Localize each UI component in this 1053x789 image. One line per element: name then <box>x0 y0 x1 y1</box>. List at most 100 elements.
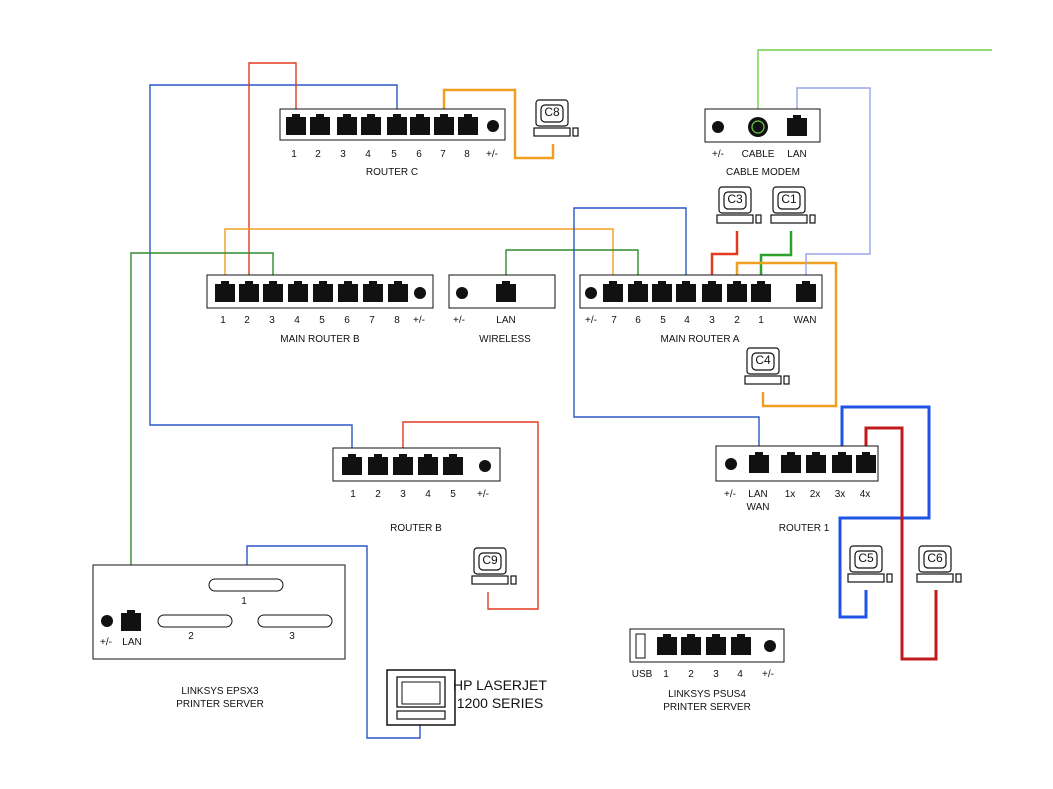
main-router-a-title: MAIN ROUTER A <box>661 334 740 345</box>
router-1-power-icon <box>725 458 737 470</box>
epsx3-power-icon <box>101 615 113 627</box>
cable-modem-port-label: LAN <box>787 149 806 160</box>
psus4-port-label: USB <box>632 669 653 680</box>
epsx3-parallel-port-3-icon[interactable] <box>257 614 333 628</box>
computer-c6[interactable]: C6 <box>916 545 962 583</box>
cable-modem-coax-icon[interactable] <box>748 117 768 137</box>
wireless-lan-port-icon[interactable] <box>496 281 516 302</box>
router-b-port-3-icon[interactable] <box>393 454 413 475</box>
router-b-port-4-icon[interactable] <box>418 454 438 475</box>
computer-c4[interactable]: C4 <box>744 347 790 385</box>
router-c-port-4-icon[interactable] <box>361 114 381 135</box>
wire-green-wireless-maina <box>505 249 639 292</box>
main-router-b-port-label: 5 <box>319 315 325 326</box>
router-c-port-label: +/- <box>486 149 498 160</box>
router-b-port-label: 4 <box>425 489 431 500</box>
router-1-lan-wan-port-icon[interactable] <box>749 452 769 473</box>
router-c-port-5-icon[interactable] <box>387 114 407 135</box>
main-router-a-port-5-icon[interactable] <box>652 281 672 302</box>
router-b-port-2-icon[interactable] <box>368 454 388 475</box>
router-1-port-label: 4x <box>860 489 871 500</box>
epsx3-title: LINKSYS EPSX3 <box>181 686 259 697</box>
router-c-port-8-icon[interactable] <box>458 114 478 135</box>
epsx3-lan-port-icon[interactable] <box>121 610 141 631</box>
computer-c8[interactable]: C8 <box>533 99 579 137</box>
psus4-port-2-icon[interactable] <box>681 634 701 655</box>
main-router-a-port-3-icon[interactable] <box>702 281 722 302</box>
computer-label: C8 <box>544 105 560 119</box>
router-1-port-label: 1x <box>785 489 796 500</box>
main-router-b-port-5-icon[interactable] <box>313 281 333 302</box>
main-router-a-port-label: 6 <box>635 315 641 326</box>
cable-modem-port-label: CABLE <box>742 149 775 160</box>
router-c-port-3-icon[interactable] <box>337 114 357 135</box>
main-router-a-power-icon <box>585 287 597 299</box>
main-router-a-port-2-icon[interactable] <box>727 281 747 302</box>
epsx3-port-label: 2 <box>188 631 194 642</box>
psus4-port-4-icon[interactable] <box>731 634 751 655</box>
main-router-b-port-label: 8 <box>394 315 400 326</box>
computer-c5[interactable]: C5 <box>847 545 893 583</box>
router-1-port-2x-icon[interactable] <box>806 452 826 473</box>
main-router-b-port-label: 4 <box>294 315 300 326</box>
main-router-a: +/- 7 6 5 4 3 2 1 WAN MAIN ROUTER A <box>579 274 823 345</box>
wire-red-maina-c3 <box>710 231 739 292</box>
wireless-power-icon <box>456 287 468 299</box>
router-c-port-6-icon[interactable] <box>410 114 430 135</box>
main-router-a-port-label: 1 <box>758 315 764 326</box>
main-router-b-title: MAIN ROUTER B <box>280 334 360 345</box>
psus4-port-label: 1 <box>663 669 669 680</box>
psus4-power-icon <box>764 640 776 652</box>
router-1-title: ROUTER 1 <box>779 523 830 534</box>
router-1-port-label: 2x <box>810 489 821 500</box>
main-router-b-port-1-icon[interactable] <box>215 281 235 302</box>
router-b-port-1-icon[interactable] <box>342 454 362 475</box>
router-b-port-5-icon[interactable] <box>443 454 463 475</box>
main-router-a-port-6-icon[interactable] <box>628 281 648 302</box>
hp-laserjet-printer: HP LASERJET 1200 SERIES <box>386 669 547 726</box>
main-router-b-port-6-icon[interactable] <box>338 281 358 302</box>
main-router-a-port-4-icon[interactable] <box>676 281 696 302</box>
router-1-port-3x-icon[interactable] <box>832 452 852 473</box>
psus4-port-label: 2 <box>688 669 694 680</box>
psus4-port-1-icon[interactable] <box>657 634 677 655</box>
main-router-b-port-3-icon[interactable] <box>263 281 283 302</box>
main-router-b-port-label: 7 <box>369 315 375 326</box>
main-router-a-port-1-icon[interactable] <box>751 281 771 302</box>
main-router-b-port-4-icon[interactable] <box>288 281 308 302</box>
router-c-port-2-icon[interactable] <box>310 114 330 135</box>
router-b-port-label: 5 <box>450 489 456 500</box>
router-c-port-1-icon[interactable] <box>286 114 306 135</box>
computer-label: C1 <box>781 192 797 206</box>
main-router-b-port-7-icon[interactable] <box>363 281 383 302</box>
router-1-port-1x-icon[interactable] <box>781 452 801 473</box>
linksys-epsx3-print-server: +/- LAN 1 2 3 LINKSYS EPSX3 PRINTER SERV… <box>92 564 346 710</box>
epsx3-parallel-port-1-icon[interactable] <box>208 578 284 592</box>
cable-modem-lan-port-icon[interactable] <box>787 115 807 136</box>
computer-c3[interactable]: C3 <box>716 186 762 224</box>
computer-label: C3 <box>727 192 743 206</box>
epsx3-parallel-port-2-icon[interactable] <box>157 614 233 628</box>
router-b-port-label: 1 <box>350 489 356 500</box>
router-c-port-label: 7 <box>440 149 446 160</box>
main-router-b-port-8-icon[interactable] <box>388 281 408 302</box>
wires <box>130 49 992 739</box>
main-router-a-wan-port-icon[interactable] <box>796 281 816 302</box>
wire-blue-router1-c5 <box>838 405 931 619</box>
psus4-port-label: 4 <box>737 669 743 680</box>
psus4-usb-port-icon[interactable] <box>635 633 646 659</box>
main-router-a-port-label: WAN <box>794 315 817 326</box>
router-c-port-7-icon[interactable] <box>434 114 454 135</box>
router-1-port-label: 3x <box>835 489 846 500</box>
wire-green-maina-c1 <box>759 231 793 292</box>
psus4-port-3-icon[interactable] <box>706 634 726 655</box>
computer-c1[interactable]: C1 <box>770 186 816 224</box>
main-router-a-port-7-icon[interactable] <box>603 281 623 302</box>
router-1-port-4x-icon[interactable] <box>856 452 876 473</box>
wire-red-routerc-mainb <box>248 62 297 292</box>
main-router-b-port-2-icon[interactable] <box>239 281 259 302</box>
computer-c9[interactable]: C9 <box>471 547 517 585</box>
computer-label: C6 <box>927 551 943 565</box>
epsx3-port-label: +/- <box>100 637 112 648</box>
